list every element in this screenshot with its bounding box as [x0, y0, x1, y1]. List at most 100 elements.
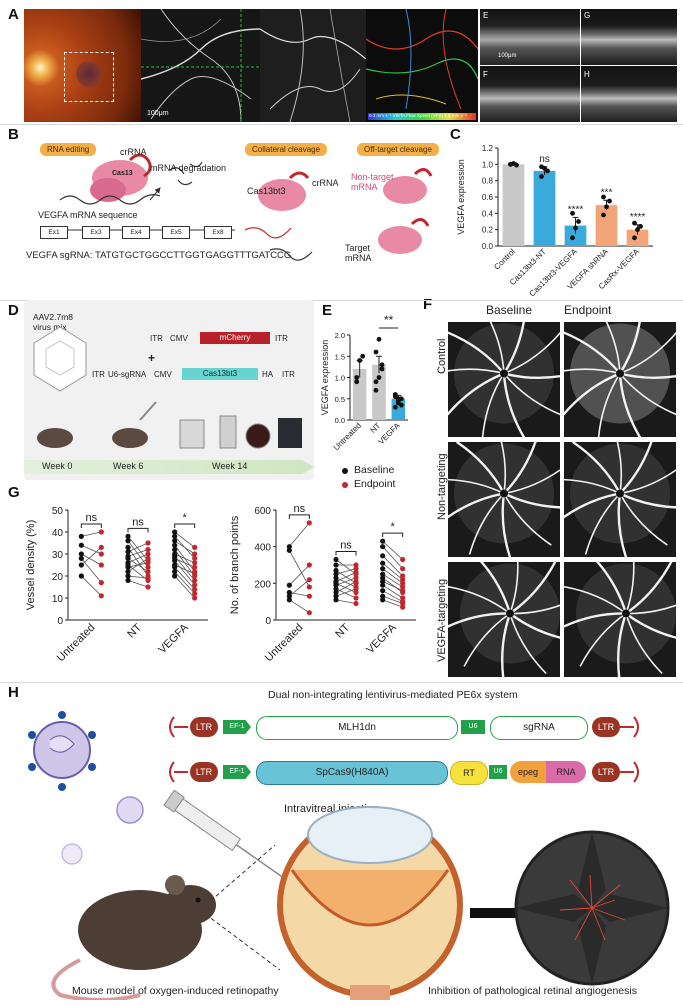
eye-cross-section	[277, 806, 463, 1000]
y-tick-label: 1.2	[482, 144, 494, 153]
v2-epeg: epeg	[510, 761, 546, 783]
bar	[372, 364, 386, 420]
pair-line	[288, 550, 310, 588]
data-point	[539, 164, 544, 170]
pair-line	[127, 536, 149, 561]
legend-endpoint-label: Endpoint	[354, 478, 396, 490]
f-row-vegfa: VEGFA-targeting	[436, 578, 448, 662]
endpoint-point	[192, 595, 198, 601]
x-tick-label: VEGFA	[377, 421, 403, 447]
endpoint-point	[306, 593, 312, 599]
significance-label: ns	[132, 516, 144, 528]
pair-line	[289, 522, 310, 547]
endpoint-point	[145, 569, 151, 575]
retina-flatmount	[514, 830, 670, 986]
endpoint-point	[192, 586, 198, 592]
x-tick-label: Untreated	[55, 622, 98, 665]
baseline-point	[380, 538, 386, 544]
data-point	[354, 379, 360, 385]
significance-label: ***	[601, 187, 613, 198]
panel-label-g: G	[8, 484, 20, 501]
data-point	[379, 362, 385, 368]
vector-2: LTR EF-1 SpCas9(H840A) RT U6 epeg RNA LT…	[168, 757, 673, 787]
baseline-point	[78, 551, 84, 557]
oct-label-g: G	[584, 11, 591, 20]
y-axis-label: VEGFA expression	[320, 340, 330, 416]
y-tick-label: 1.0	[482, 160, 494, 169]
significance-bracket	[382, 532, 404, 538]
baseline-point	[380, 575, 386, 581]
panel-b-schematic	[40, 153, 433, 261]
endpoint-point	[192, 571, 198, 577]
y-tick-label: 400	[254, 543, 271, 554]
fundus-grid	[448, 322, 676, 677]
vegfa-mrna-label: VEGFA mRNA sequence	[38, 210, 138, 220]
collateral-rna-1	[244, 227, 292, 239]
pair-line	[335, 582, 357, 593]
baseline-point	[172, 547, 178, 553]
syringe-illustration	[163, 790, 286, 880]
oct-bscan-f: F	[480, 66, 580, 122]
bar	[533, 170, 556, 246]
pair-line	[289, 564, 310, 586]
baseline-point	[125, 555, 131, 561]
baseline-point	[380, 578, 386, 585]
y-tick-label: 1.5	[335, 352, 345, 361]
baseline-point	[380, 544, 386, 550]
endpoint-point	[400, 556, 406, 563]
baseline-point	[172, 569, 178, 575]
pair-line	[127, 558, 149, 572]
endpoint-point	[145, 575, 151, 581]
baseline-point	[333, 571, 339, 577]
pair-line	[382, 584, 403, 599]
bar	[595, 205, 618, 246]
baseline-point	[78, 555, 84, 561]
y-tick-label: 0	[57, 616, 63, 627]
endpoint-point	[400, 584, 406, 590]
endpoint-point	[400, 566, 406, 572]
zoom-line-2	[199, 909, 281, 971]
aav-capsid-icon	[33, 326, 87, 392]
endpoint-point	[353, 562, 359, 568]
x-tick-label: NT	[369, 421, 383, 435]
syringe-icon	[139, 401, 157, 421]
x-tick-label: NT	[333, 621, 352, 640]
fundus-vessels	[564, 442, 676, 557]
c1-mcherry: mCherry	[200, 332, 270, 344]
c2-ha: HA	[262, 370, 274, 379]
baseline-point	[286, 582, 292, 588]
baseline-point	[125, 569, 131, 575]
baseline-point	[286, 589, 292, 596]
target-label: Target mRNA	[345, 243, 372, 263]
data-point	[570, 210, 575, 216]
baseline-point	[380, 593, 386, 599]
octa-detail-vessels	[260, 9, 366, 122]
pair-line	[382, 562, 403, 580]
pair-line	[289, 579, 310, 597]
pair-line	[335, 568, 357, 575]
timeline-week0: Week 0	[42, 461, 73, 471]
endpoint-point	[353, 578, 359, 585]
x-tick-label: Untreated	[263, 622, 306, 665]
v2-ef1: EF-1	[223, 765, 251, 779]
c1-itr-right: ITR	[275, 334, 288, 343]
vista-flow-vessels	[366, 9, 478, 110]
y-tick-label: 40	[52, 528, 64, 539]
baseline-point	[333, 589, 339, 596]
separator-bd	[0, 300, 683, 301]
panel-label-h: H	[8, 684, 19, 701]
significance-label: ns	[539, 154, 550, 165]
exon-1: Ex1	[40, 226, 68, 239]
h-title: Dual non-integrating lentivirus-mediated…	[268, 689, 518, 701]
endpoint-point	[98, 580, 104, 586]
pair-line	[81, 553, 102, 566]
significance-label: **	[384, 313, 394, 327]
x-tick-label: Control	[492, 247, 517, 272]
baseline-point	[172, 573, 178, 579]
baseline-point	[172, 533, 178, 539]
baseline-point	[286, 593, 292, 599]
baseline-point	[333, 567, 339, 574]
y-tick-label: 0.0	[335, 416, 345, 425]
y-tick-label: 200	[254, 579, 271, 590]
data-point	[508, 161, 513, 167]
